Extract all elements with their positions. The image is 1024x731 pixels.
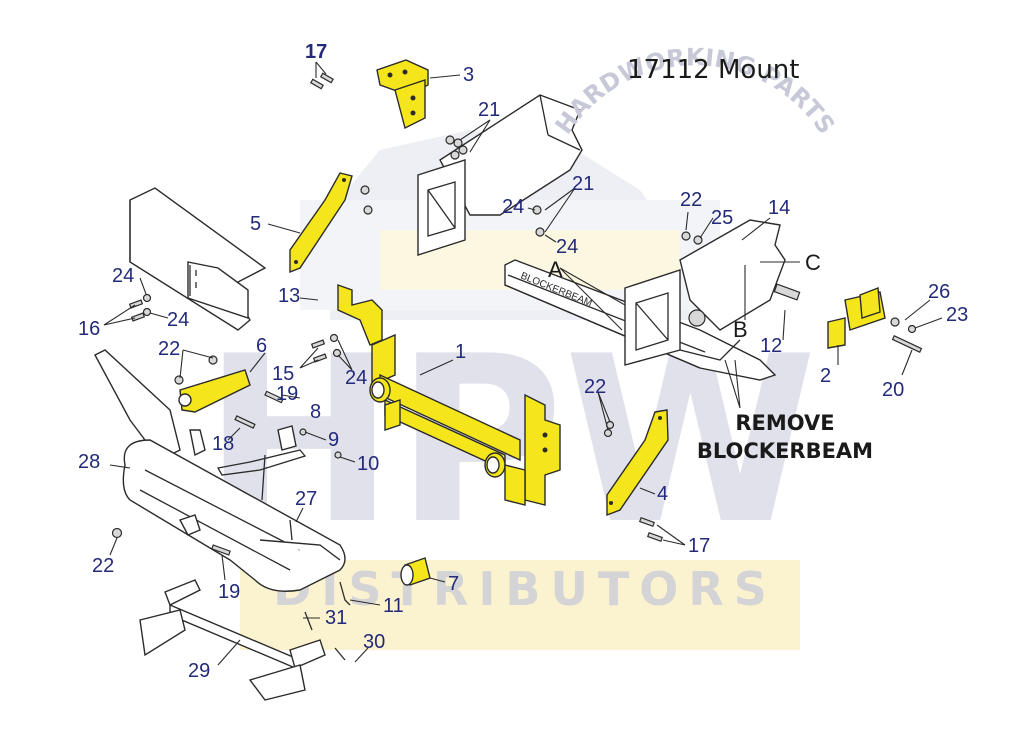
part-28-push-bar xyxy=(94,349,346,592)
part-5-bracket xyxy=(289,172,353,274)
callout-12: 12 xyxy=(760,335,782,357)
callout-30: 30 xyxy=(363,631,385,653)
callout-26: 26 xyxy=(928,281,950,303)
callout-1: 1 xyxy=(455,341,466,363)
callout-24-e: 24 xyxy=(345,367,367,389)
part-1-receiver-frame xyxy=(337,284,561,506)
callout-13: 13 xyxy=(278,285,300,307)
callout-5: 5 xyxy=(250,213,261,235)
callout-16: 16 xyxy=(78,318,100,340)
leader-lines xyxy=(103,61,943,666)
callout-21-mid: 21 xyxy=(572,173,594,195)
reference-letter-b: B xyxy=(733,317,748,342)
callout-23: 23 xyxy=(946,304,968,326)
callout-8: 8 xyxy=(310,401,321,423)
diagram-title: 17112 Mount xyxy=(627,55,799,85)
callout-29: 29 xyxy=(188,660,210,682)
reference-letter-c: C xyxy=(805,250,821,275)
callout-11: 11 xyxy=(383,595,404,617)
part-3-bracket xyxy=(376,59,429,130)
callout-31: 31 xyxy=(325,607,347,629)
right-frame-assembly xyxy=(624,219,786,366)
callout-3: 3 xyxy=(463,64,474,86)
watermark-yellow-band xyxy=(240,560,800,650)
reference-letter-a: A xyxy=(548,257,563,282)
callout-18: 18 xyxy=(212,433,234,455)
callout-22-right: 22 xyxy=(680,189,702,211)
remove-blockerbeam-note-line2: BLOCKERBEAM xyxy=(697,439,873,463)
callout-19-top: 19 xyxy=(276,383,298,405)
part-8-block xyxy=(216,425,307,501)
callout-24-d: 24 xyxy=(167,309,189,331)
watermark-bottom-text: DISTRIBUTORS xyxy=(273,562,777,616)
callout-6: 6 xyxy=(256,335,267,357)
callout-22-left: 22 xyxy=(158,338,180,360)
callout-15: 15 xyxy=(272,363,294,385)
callout-labels: 1 2 3 4 5 6 7 8 9 10 11 12 13 14 15 16 1… xyxy=(78,41,968,682)
callout-7: 7 xyxy=(448,573,459,595)
callout-24-c: 24 xyxy=(112,265,134,287)
remove-blockerbeam-note-line1: REMOVE xyxy=(735,411,834,435)
callout-27: 27 xyxy=(295,488,317,510)
hardware xyxy=(111,72,923,661)
callout-10: 10 xyxy=(357,453,379,475)
reference-letters: A B C xyxy=(548,250,821,342)
callout-28: 28 xyxy=(78,451,100,473)
callout-24-b: 24 xyxy=(556,236,578,258)
part-4-bracket xyxy=(606,409,669,517)
callout-14: 14 xyxy=(768,197,790,219)
part-6-arm xyxy=(178,369,251,413)
part-2-bracket xyxy=(827,287,886,349)
callout-2: 2 xyxy=(820,365,831,387)
bumper xyxy=(129,187,267,331)
callout-25: 25 xyxy=(711,207,733,229)
callout-24-a: 24 xyxy=(502,196,524,218)
part-29-base xyxy=(139,579,326,701)
callout-19-bottom: 19 xyxy=(218,581,240,603)
callout-17-top: 17 xyxy=(305,41,327,63)
callout-21-top: 21 xyxy=(478,99,500,121)
callout-20: 20 xyxy=(882,379,904,401)
callout-4: 4 xyxy=(657,483,668,505)
callout-17-bottom: 17 xyxy=(688,535,710,557)
callout-22-center: 22 xyxy=(584,376,606,398)
frame-rail xyxy=(417,94,583,256)
callout-22-bottom: 22 xyxy=(92,555,114,577)
callout-9: 9 xyxy=(328,429,339,451)
